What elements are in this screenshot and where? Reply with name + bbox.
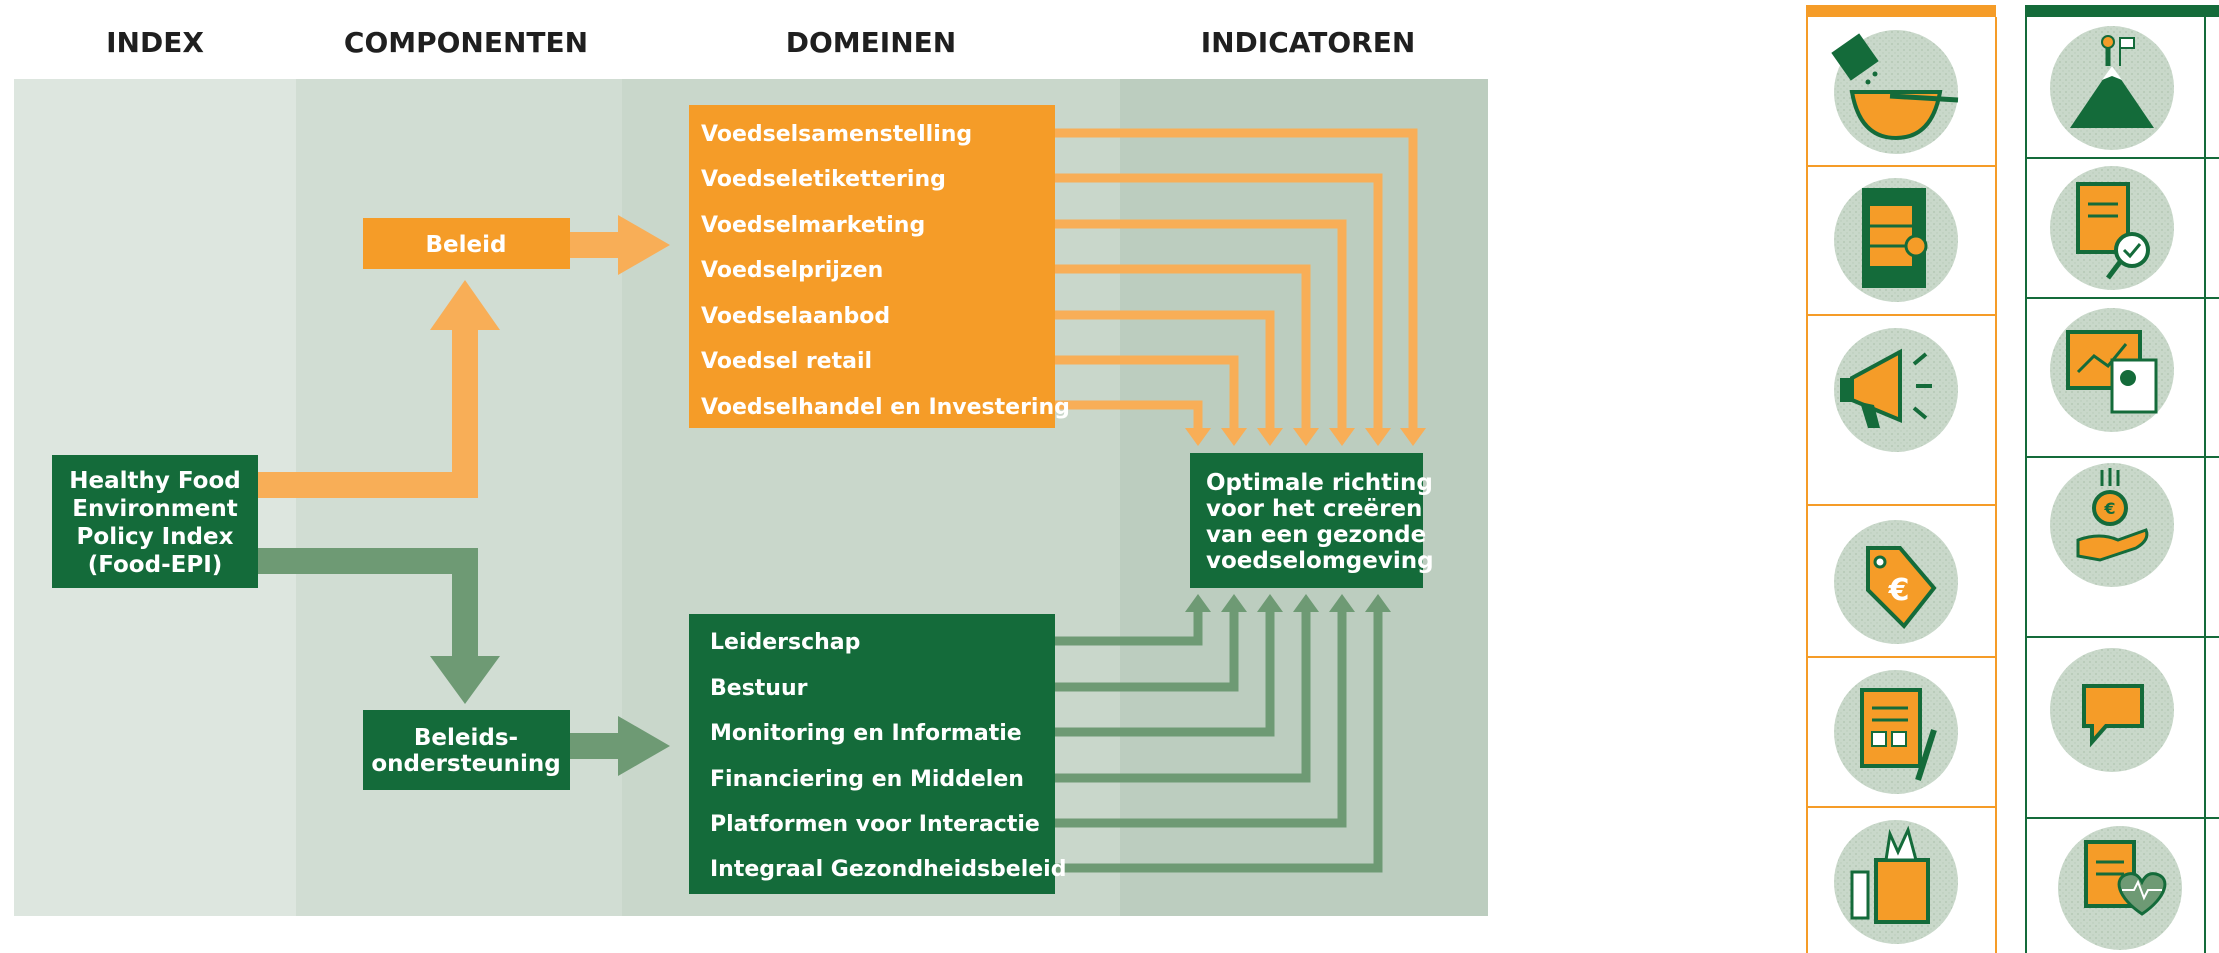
policy-arrowheads <box>1185 428 1426 446</box>
svg-text:€: € <box>2103 499 2115 518</box>
beleidsondersteuning-line-2: ondersteuning <box>371 751 560 777</box>
support-connectors <box>1054 610 1383 873</box>
index-to-beleidsondersteuning-arrow <box>258 548 500 704</box>
speech-bubble-icon <box>2050 648 2174 772</box>
support-domains-box <box>689 614 1055 894</box>
index-box <box>52 455 258 588</box>
header-index: INDEX <box>106 26 204 59</box>
support-arrowheads <box>1185 594 1391 612</box>
grocery-bag-icon <box>1834 820 1958 944</box>
outcome-box <box>1190 453 1423 588</box>
support-to-domains-arrow <box>570 716 670 776</box>
support-domain-2: Bestuur <box>710 676 808 701</box>
vending-machine-icon <box>1834 178 1958 302</box>
document-inspect-icon <box>2050 166 2174 290</box>
monitoring-presentation-icon <box>2050 308 2174 432</box>
policy-domain-2: Voedseletikettering <box>701 167 946 192</box>
support-domain-5: Platformen voor Interactie <box>710 812 1040 837</box>
mountain-leader-icon <box>2050 26 2174 150</box>
index-box-line-3: Policy Index <box>77 524 234 550</box>
euro-price-tag-icon: € <box>1834 520 1958 644</box>
header-componenten: COMPONENTEN <box>344 26 588 59</box>
beleid-to-domains-arrow <box>570 215 670 275</box>
icon-panel <box>1806 5 2219 953</box>
support-domain-6: Integraal Gezondheidsbeleid <box>710 857 1066 882</box>
policy-domain-5: Voedselaanbod <box>701 304 890 329</box>
beleidsondersteuning-line-1: Beleids- <box>414 725 518 751</box>
beleidsondersteuning-box <box>363 710 570 790</box>
index-box-line-1: Healthy Food <box>69 468 240 494</box>
policy-domains-box <box>689 105 1055 428</box>
policy-domain-6: Voedsel retail <box>701 349 872 374</box>
outcome-line-1: Optimale richting <box>1206 470 1433 496</box>
outcome-line-2: voor het creëren <box>1206 496 1422 522</box>
support-domain-4: Financiering en Middelen <box>710 767 1024 792</box>
policy-domain-3: Voedselmarketing <box>701 213 925 238</box>
beleid-label: Beleid <box>426 232 507 258</box>
index-to-beleid-arrow <box>258 280 500 498</box>
document-heart-icon <box>2058 826 2182 950</box>
svg-text:€: € <box>1888 573 1910 608</box>
index-box-line-2: Environment <box>72 496 237 522</box>
support-domain-1: Leiderschap <box>710 630 860 655</box>
beleid-box <box>363 218 570 269</box>
index-box-line-4: (Food-EPI) <box>88 552 223 578</box>
policy-domain-1: Voedselsamenstelling <box>701 122 972 147</box>
header-domeinen: DOMEINEN <box>786 26 956 59</box>
header-indicatoren: INDICATOREN <box>1201 26 1416 59</box>
coin-hand-icon: € <box>2050 463 2174 587</box>
megaphone-icon <box>1834 328 1958 452</box>
policy-domain-7: Voedselhandel en Investering <box>701 395 1070 420</box>
outcome-line-4: voedselomgeving <box>1206 548 1434 574</box>
checklist-document-icon <box>1834 670 1958 794</box>
food-composition-icon <box>1831 30 1959 154</box>
policy-connectors <box>1054 128 1418 430</box>
outcome-line-3: van een gezonde <box>1206 522 1426 548</box>
policy-domain-4: Voedselprijzen <box>701 258 883 283</box>
support-domain-3: Monitoring en Informatie <box>710 721 1022 746</box>
